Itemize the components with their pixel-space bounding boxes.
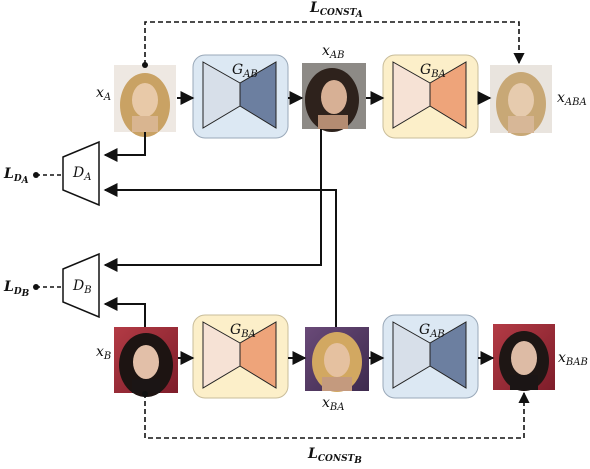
generator-ab-top [192,54,289,139]
arrow-xb-to-db [103,297,146,327]
image-x-b [114,327,178,397]
label-x-b: xB [96,344,111,362]
arrow-xba-to-da [103,183,337,327]
label-l-const-b: LCONSTB [307,446,362,465]
label-x-bab: xBAB [558,350,588,368]
label-l-da: LDA [3,166,29,186]
label-x-aba: xABA [557,90,587,108]
image-x-bab [493,324,555,391]
generator-ba-top [382,54,479,139]
label-x-ba: xBA [322,395,344,413]
generator-ab-bottom [382,314,479,399]
generator-ba-bottom [192,314,289,399]
image-x-ba [305,327,369,392]
label-d-b: DB [72,278,92,296]
discriminator-b [62,252,100,319]
dot-l-db [33,284,39,290]
label-l-const-a: LCONSTA [309,0,363,20]
dot-l-da [33,172,39,178]
label-x-a: xA [96,85,111,103]
label-d-a: DA [72,165,91,183]
label-g-ba-top: GBA [420,62,446,80]
image-x-aba [490,65,552,136]
label-g-ab-top: GAB [232,62,258,80]
image-x-a [114,65,176,137]
arrow-xab-to-db [103,129,322,272]
dashed-const-b [144,391,530,439]
dot-const-a-left [142,62,148,68]
arrow-xa-to-da [103,132,146,162]
discriminator-a [62,140,100,207]
dot-const-b-left [142,391,148,397]
label-l-db: LDB [3,279,30,299]
label-g-ba-bottom: GBA [230,322,256,340]
label-g-ab-bottom: GAB [419,322,445,340]
label-x-ab: xAB [322,43,344,61]
image-x-ab [302,63,366,132]
